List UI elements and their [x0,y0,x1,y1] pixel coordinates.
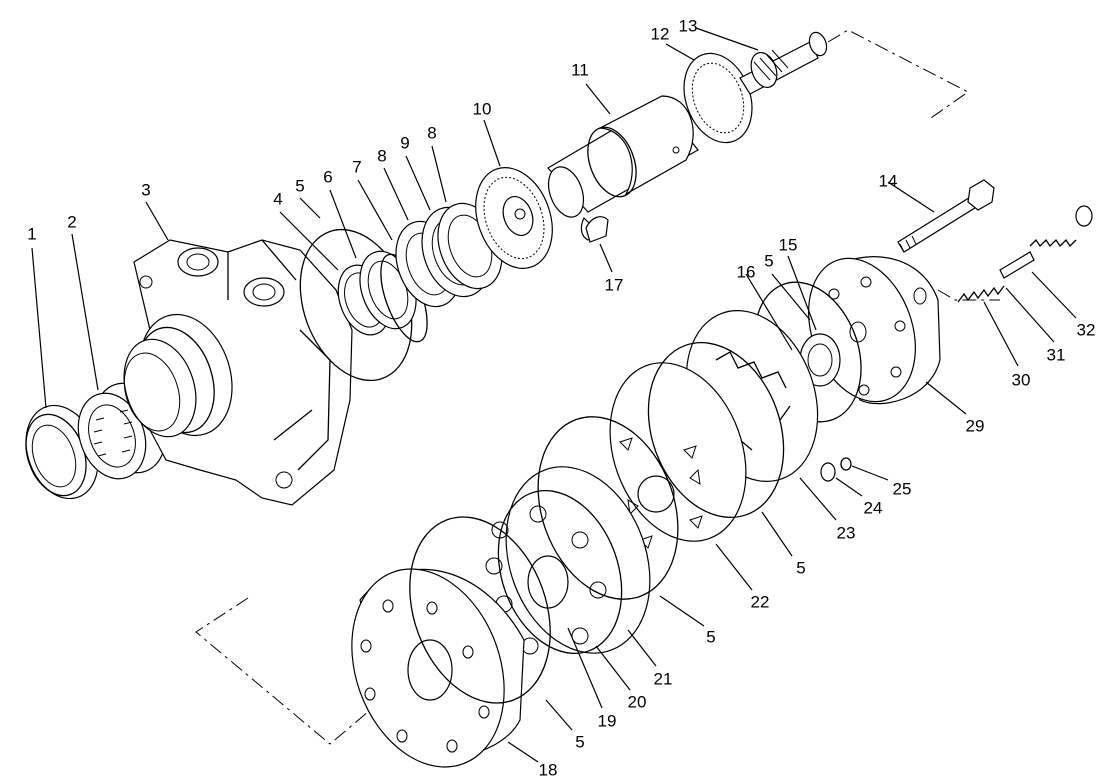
alignment-lines [195,29,1000,745]
part-10-gear [475,167,553,269]
callout-part-31: 31 [1046,345,1066,365]
callout-part-10: 10 [472,99,492,119]
part-14-bolt [897,179,995,253]
callout-part-20: 20 [627,692,647,712]
callout-part-19: 19 [597,711,617,731]
callout-part-5-upper-right: 5 [764,251,774,271]
callout-part-18: 18 [538,760,558,780]
callout-part-8-first: 8 [377,146,387,166]
parts-19-21-gerotor [485,466,651,655]
callout-part-15: 15 [778,235,798,255]
callout-part-21: 21 [653,669,673,689]
parts-12-13-drive [683,31,828,144]
part-18-end-plate [351,568,525,768]
callout-part-9: 9 [400,133,410,153]
callout-part-5-lower-3: 5 [575,732,585,752]
callout-part-5-upper-left: 5 [295,176,305,196]
part-11-shaft [547,95,699,241]
callout-part-11: 11 [571,60,589,80]
callout-part-17: 17 [604,275,624,295]
callout-part-6: 6 [323,167,333,187]
callout-part-29: 29 [965,416,985,436]
part-3-housing [123,239,353,506]
callout-part-14: 14 [878,171,898,191]
callout-part-8-second: 8 [427,123,437,143]
leader-lines [31,27,1077,763]
callout-part-5-lower-1: 5 [796,558,806,578]
callout-part-4: 4 [273,189,283,209]
callout-part-5-lower-2: 5 [706,627,716,647]
parts-24-25-plug [820,457,852,482]
callout-part-25: 25 [892,479,912,499]
part-22-plate [609,362,747,549]
callout-part-7: 7 [352,157,362,177]
callout-part-23: 23 [836,523,856,543]
callout-part-1: 1 [27,224,37,244]
o-rings [409,341,785,704]
callout-part-2: 2 [67,212,77,232]
callout-part-32: 32 [1076,320,1096,340]
callout-part-22: 22 [750,592,770,612]
callout-part-16: 16 [736,262,756,282]
parts-30-32-valve [957,205,1093,303]
callout-part-3: 3 [141,180,151,200]
part-17-key [585,216,609,243]
callout-part-12: 12 [650,24,670,44]
callout-part-13: 13 [678,16,698,36]
parts-4-9-rings [299,202,503,382]
callout-part-30: 30 [1011,370,1031,390]
callout-part-24: 24 [863,498,883,518]
